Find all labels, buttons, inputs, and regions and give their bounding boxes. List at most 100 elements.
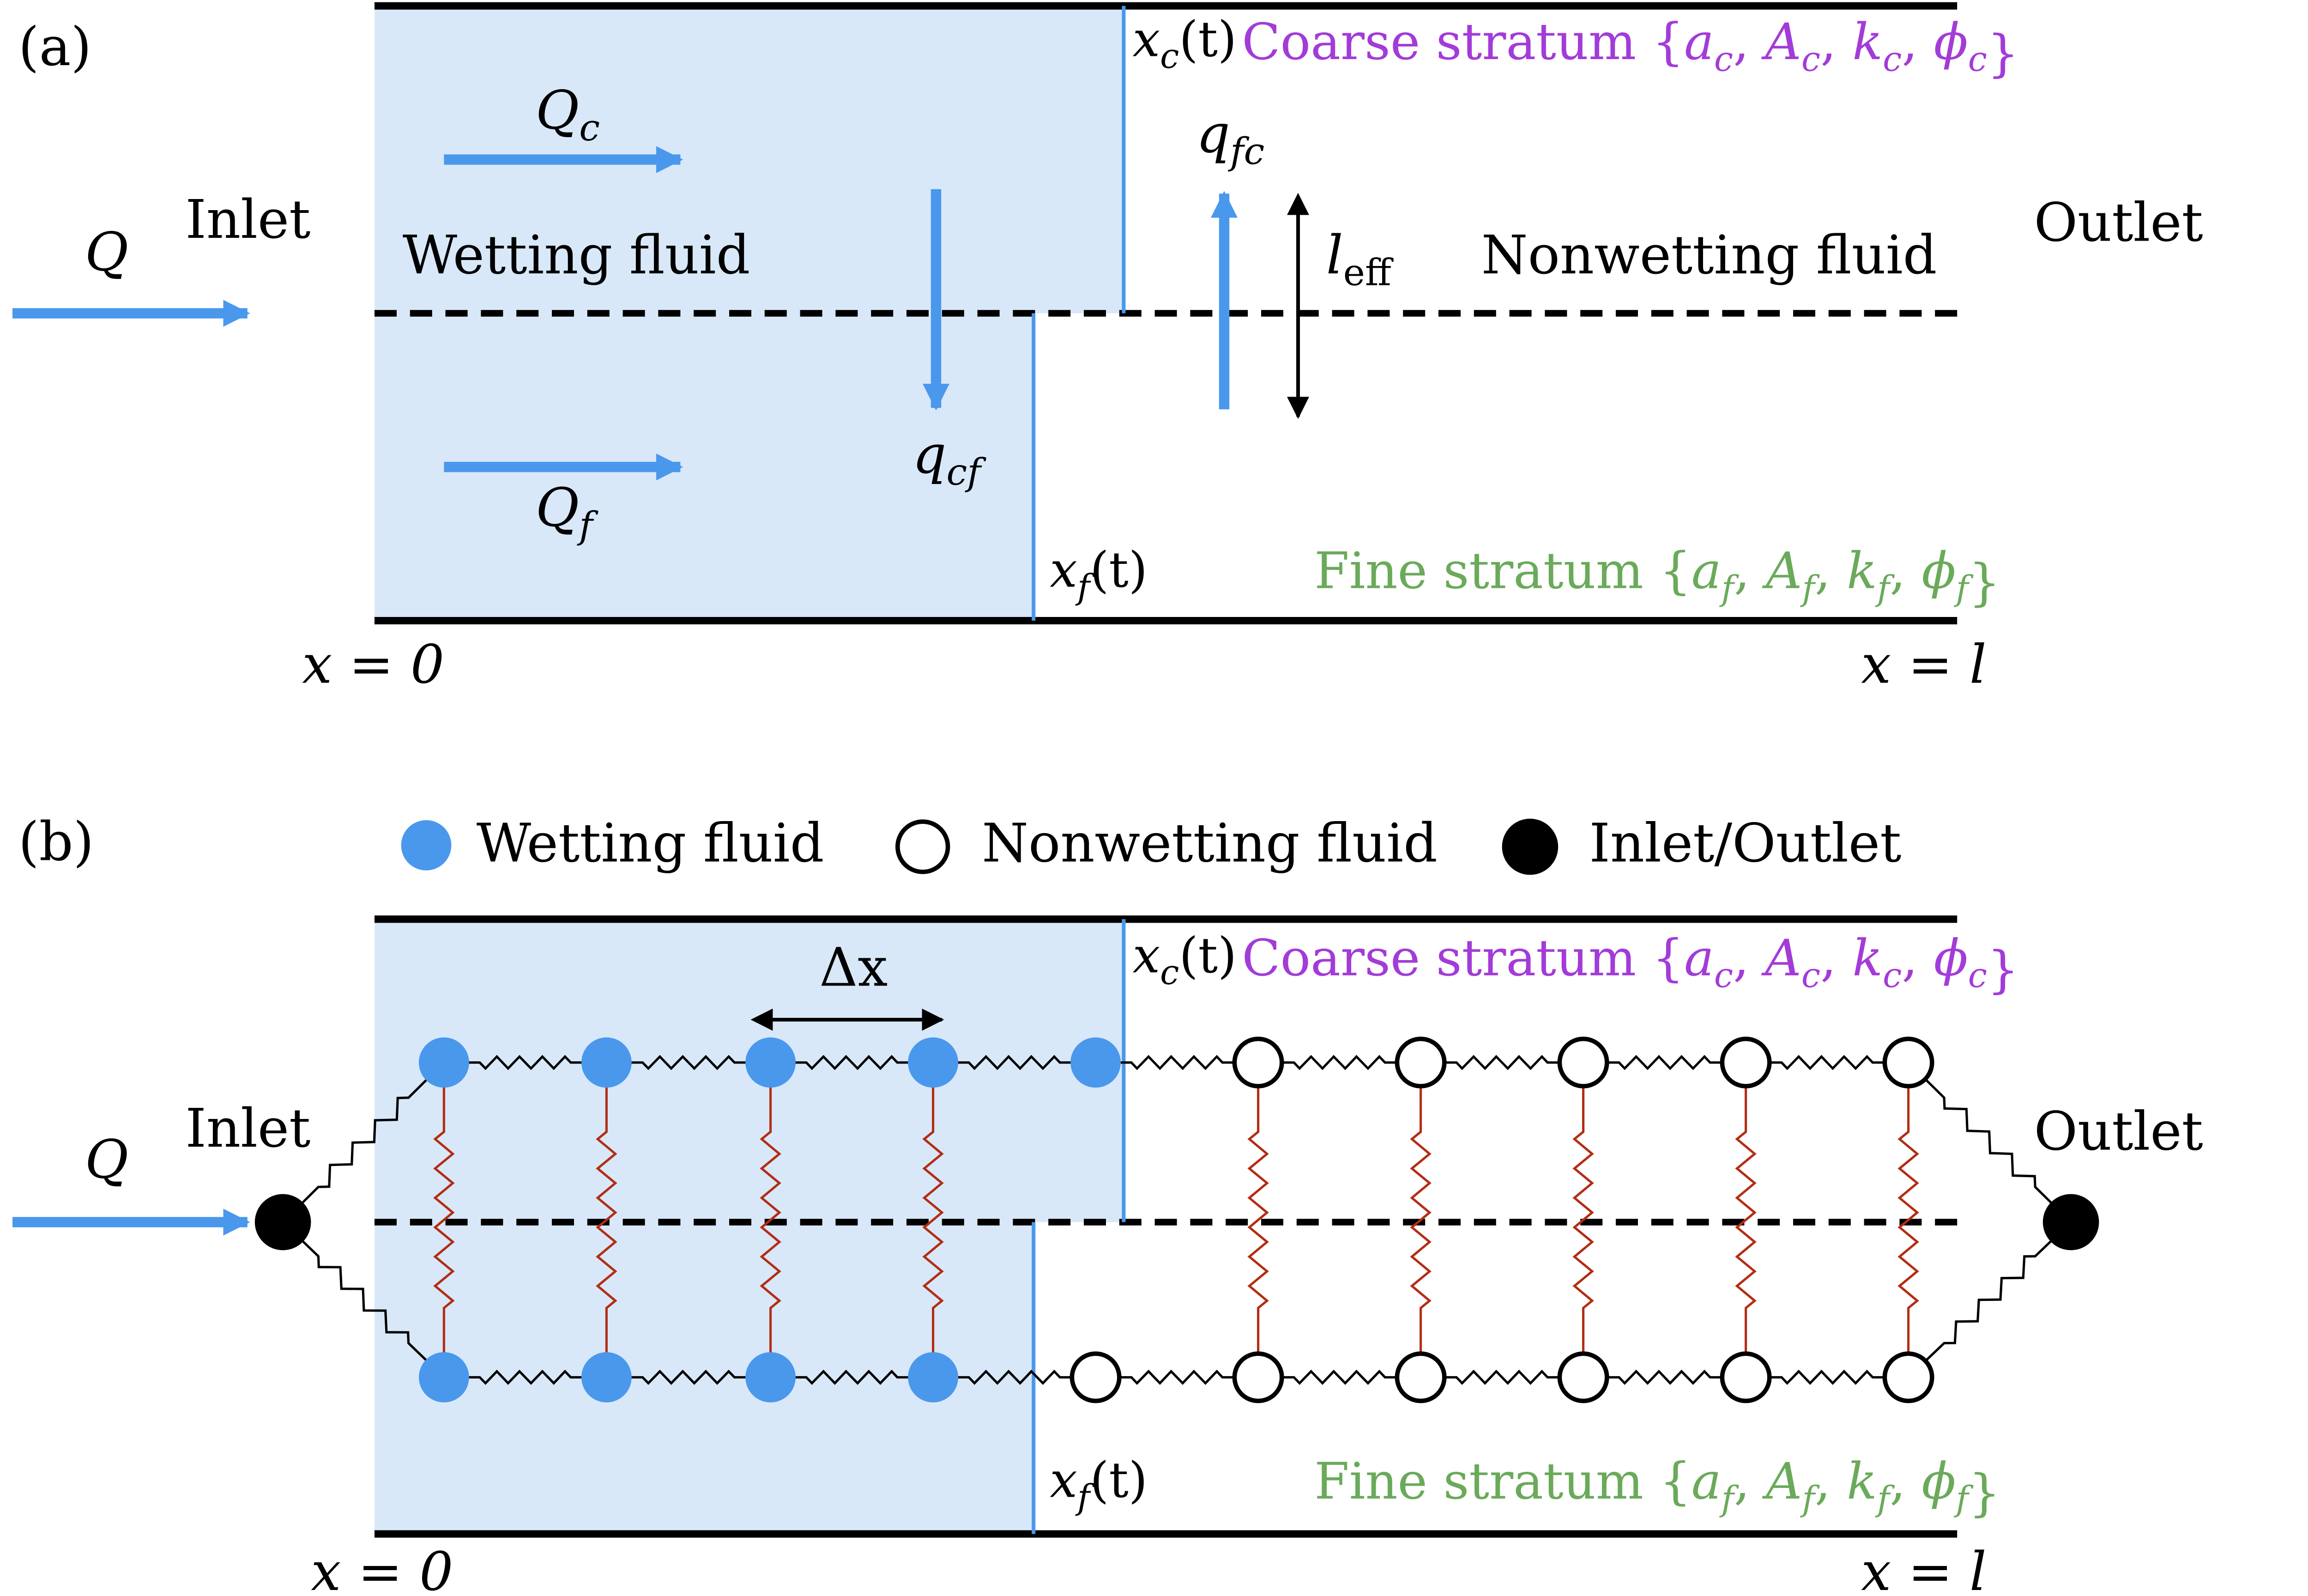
fine-spring xyxy=(1420,1369,1583,1385)
brace-close: } xyxy=(1987,941,2019,999)
fine-spring xyxy=(1746,1369,1909,1385)
fine-wetting-node xyxy=(908,1352,958,1403)
crossflow-spring xyxy=(1897,1062,1919,1378)
fine-front-xf-label: xf(t) xyxy=(1050,541,1148,607)
param-symbol: a xyxy=(1684,929,1714,987)
param-symbol: k xyxy=(1852,12,1883,71)
param-symbol: k xyxy=(1847,542,1877,600)
param-separator: , xyxy=(1733,929,1765,987)
param-subscript: c xyxy=(1883,956,1902,996)
fine-wetting-node xyxy=(581,1352,632,1403)
inlet-label: Inlet xyxy=(185,189,310,251)
fine-wetting-node xyxy=(745,1352,796,1403)
x-l-label: x = l xyxy=(1861,1541,1987,1596)
brace-open: { xyxy=(1659,1452,1691,1511)
param-subscript: c xyxy=(1968,40,1987,79)
param-symbol: k xyxy=(1847,1452,1877,1511)
inlet-spring xyxy=(282,1221,445,1378)
param-separator: , xyxy=(1902,12,1933,71)
stratum-name: Fine stratum xyxy=(1314,1452,1659,1511)
param-symbol: ϕ xyxy=(1921,1452,1956,1511)
param-symbol: A xyxy=(1761,929,1801,987)
legend-wetting-marker xyxy=(401,820,452,871)
param-separator: , xyxy=(1820,12,1852,71)
crossflow-spring xyxy=(1247,1062,1269,1378)
coarse-stratum-label: Coarse stratum {ac, Ac, kc, ϕc} xyxy=(1242,12,2019,83)
fine-spring xyxy=(1583,1369,1746,1385)
coarse-wetting-node xyxy=(908,1037,958,1088)
effective-length-label: leff xyxy=(1326,224,1394,294)
stratum-name: Coarse stratum xyxy=(1242,12,1652,71)
brace-close: } xyxy=(1969,553,2000,612)
outlet-label: Outlet xyxy=(2034,192,2203,254)
fine-stratum-label: Fine stratum {af, Af, kf, ϕf} xyxy=(1314,1452,2000,1523)
wetting-fluid-label: Wetting fluid xyxy=(403,224,750,286)
coarse-spring xyxy=(1420,1055,1583,1070)
brace-open: { xyxy=(1659,542,1691,600)
coarse-stratum-label: Coarse stratum {ac, Ac, kc, ϕc} xyxy=(1242,929,2019,999)
fine-nonwetting-node xyxy=(1882,1351,1934,1403)
panel-b: (b) Wetting fluid Nonwetting fluid Inlet… xyxy=(12,811,2203,1596)
inlet-label: Inlet xyxy=(185,1098,310,1160)
coarse-nonwetting-node xyxy=(1557,1036,1609,1088)
fine-stratum-label: Fine stratum {af, Af, kf, ϕf} xyxy=(1314,542,2000,612)
param-separator: , xyxy=(1734,1452,1766,1511)
outlet-spring xyxy=(1907,1061,2072,1223)
brace-open: { xyxy=(1652,929,1684,987)
param-subscript: c xyxy=(1801,40,1820,79)
param-subscript: c xyxy=(1714,40,1733,79)
fine-nonwetting-node xyxy=(1720,1351,1772,1403)
param-symbol: a xyxy=(1684,12,1714,71)
coarse-spring xyxy=(1583,1055,1746,1070)
legend-nonwetting-label: Nonwetting fluid xyxy=(982,813,1438,875)
fine-spring xyxy=(444,1369,607,1385)
coarse-nonwetting-node xyxy=(1395,1036,1447,1088)
panel-b-tag: (b) xyxy=(18,811,94,873)
param-symbol: ϕ xyxy=(1934,12,1968,71)
fine-nonwetting-node xyxy=(1557,1351,1609,1403)
coarse-spring xyxy=(444,1055,607,1070)
param-symbol: A xyxy=(1762,542,1802,600)
flow-Q-label: Q xyxy=(85,222,128,284)
inlet-node xyxy=(254,1194,311,1251)
crossflow-qfc-label: qfc xyxy=(1196,103,1264,173)
crossflow-spring xyxy=(1410,1062,1432,1378)
fine-nonwetting-node xyxy=(1069,1351,1122,1403)
crossflow-spring xyxy=(1572,1062,1594,1378)
fine-wetting-node xyxy=(419,1352,469,1403)
legend-inlet-outlet-marker xyxy=(1502,818,1559,875)
crossflow-spring xyxy=(760,1062,781,1378)
crossflow-spring xyxy=(922,1062,944,1378)
coarse-front-xc-label: xc(t) xyxy=(1133,11,1237,77)
fine-front-xf-label: xf(t) xyxy=(1050,1452,1148,1517)
fine-spring xyxy=(1258,1369,1421,1385)
coarse-wetting-node xyxy=(1070,1037,1121,1088)
coarse-wetting-node xyxy=(745,1037,796,1088)
coarse-spring xyxy=(1095,1055,1258,1070)
crossflow-spring xyxy=(433,1062,455,1378)
fine-nonwetting-node xyxy=(1232,1351,1284,1403)
x-zero-label: x = 0 xyxy=(302,634,444,695)
fine-spring xyxy=(1095,1369,1258,1385)
nonwetting-fluid-label: Nonwetting fluid xyxy=(1481,224,1937,286)
fine-nonwetting-node xyxy=(1395,1351,1447,1403)
stratum-name: Coarse stratum xyxy=(1242,929,1652,987)
param-subscript: c xyxy=(1883,40,1902,79)
coarse-nonwetting-node xyxy=(1232,1036,1284,1088)
flow-Q-label: Q xyxy=(85,1129,128,1191)
coarse-spring xyxy=(1746,1055,1909,1070)
x-zero-label: x = 0 xyxy=(311,1541,453,1596)
panel-a-tag: (a) xyxy=(18,16,92,78)
param-symbol: A xyxy=(1761,12,1801,71)
legend-wetting-label: Wetting fluid xyxy=(477,813,824,875)
coarse-spring xyxy=(933,1055,1096,1070)
param-symbol: ϕ xyxy=(1921,542,1956,600)
param-symbol: a xyxy=(1692,542,1722,600)
param-symbol: a xyxy=(1692,1452,1722,1511)
param-subscript: c xyxy=(1801,956,1820,996)
param-subscript: c xyxy=(1968,956,1987,996)
coarse-spring xyxy=(1258,1055,1421,1070)
crossflow-qcf-label: qcf xyxy=(912,424,987,494)
coarse-front-xc-label: xc(t) xyxy=(1133,927,1237,993)
param-separator: , xyxy=(1815,1452,1847,1511)
